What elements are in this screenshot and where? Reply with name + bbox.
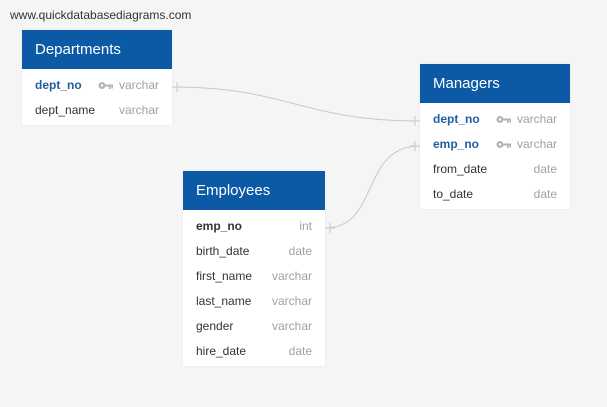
field-name: last_name [196,294,252,308]
field-type: date [533,162,557,176]
field-type: date [288,244,312,258]
field-type: varchar [118,103,159,117]
connector-departments-managers [171,86,421,122]
connector-employees-managers [324,145,421,229]
field-type: varchar [118,78,159,92]
field-row-dept-name[interactable]: dept_name varchar [22,98,172,123]
field-name: gender [196,319,234,333]
connector-end-employees [325,223,335,233]
field-type: int [299,219,312,233]
field-row-birth-date[interactable]: birth_date date [183,239,325,264]
field-name: emp_no [196,219,243,233]
table-title-managers[interactable]: Managers [420,64,570,103]
table-title-departments[interactable]: Departments [22,30,172,69]
field-name: first_name [196,269,253,283]
connector-end-managers-emp [410,141,420,151]
field-row-dept-no[interactable]: dept_no varchar [22,73,172,98]
field-name: dept_no [35,78,82,92]
field-row-emp-no[interactable]: emp_no varchar [420,132,570,157]
field-type: varchar [271,269,312,283]
watermark-url: www.quickdatabasediagrams.com [10,8,192,22]
table-employees[interactable]: Employees emp_no int birth_date date fir… [183,171,325,366]
field-name: hire_date [196,344,247,358]
field-type: varchar [271,319,312,333]
table-managers[interactable]: Managers dept_no varchar emp_no varchar [420,64,570,209]
field-row-to-date[interactable]: to_date date [420,182,570,207]
field-name: dept_name [35,103,96,117]
field-type: varchar [271,294,312,308]
table-title-employees[interactable]: Employees [183,171,325,210]
key-icon [496,116,511,123]
table-departments[interactable]: Departments dept_no varchar dept_name va… [22,30,172,125]
key-icon [98,82,113,89]
field-row-hire-date[interactable]: hire_date date [183,339,325,364]
key-icon [496,141,511,148]
field-row-dept-no[interactable]: dept_no varchar [420,107,570,132]
field-row-from-date[interactable]: from_date date [420,157,570,182]
field-type: varchar [516,137,557,151]
field-type: varchar [516,112,557,126]
field-row-first-name[interactable]: first_name varchar [183,264,325,289]
field-name: emp_no [433,137,480,151]
field-row-emp-no[interactable]: emp_no int [183,214,325,239]
field-type: date [288,344,312,358]
connector-end-departments [172,82,182,92]
connector-end-managers-dept [410,116,420,126]
field-name: dept_no [433,112,480,126]
field-name: to_date [433,187,474,201]
field-name: from_date [433,162,488,176]
field-row-gender[interactable]: gender varchar [183,314,325,339]
field-name: birth_date [196,244,250,258]
field-type: date [533,187,557,201]
field-row-last-name[interactable]: last_name varchar [183,289,325,314]
